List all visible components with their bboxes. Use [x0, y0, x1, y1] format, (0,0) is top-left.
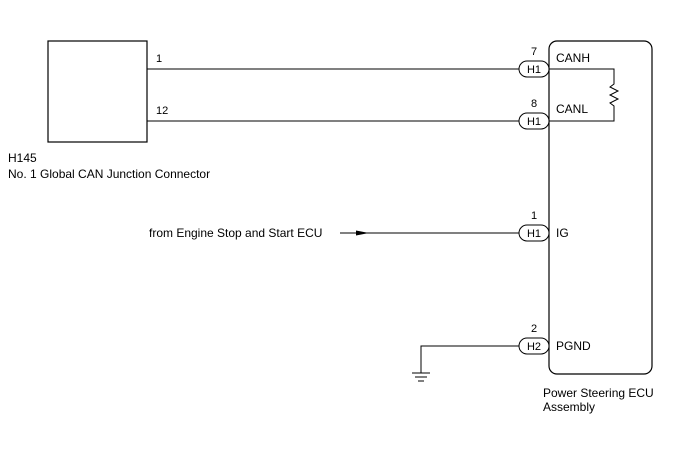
source-label: from Engine Stop and Start ECU	[149, 226, 322, 240]
ecu-terminal-canh: H1 7 CANH	[518, 46, 590, 78]
ecu-terminal-pgnd: H2 2 PGND	[518, 323, 591, 355]
pgnd-wire	[420, 345, 519, 373]
connector-code: H1	[527, 64, 541, 76]
junction-pin-canh: 1	[156, 53, 162, 65]
resistor-icon	[549, 68, 620, 122]
connector-code: H1	[527, 228, 541, 240]
connector-code: H2	[527, 341, 541, 353]
junction-pin-canl: 12	[156, 105, 168, 117]
ecu-box	[548, 40, 653, 375]
connector-code: H1	[527, 116, 541, 128]
ecu-terminal-ig: H1 1 IG	[518, 210, 569, 242]
connector-pill	[518, 224, 550, 242]
arrow-right-icon	[356, 230, 369, 236]
pin-number: 2	[531, 323, 537, 335]
ecu-terminal-canl: H1 8 CANL	[518, 98, 588, 130]
ground-icon	[412, 372, 430, 382]
signal-label: CANL	[556, 102, 588, 116]
junction-connector-name: No. 1 Global CAN Junction Connector	[8, 167, 210, 181]
ecu-name-line2: Assembly	[543, 400, 595, 414]
pin-number: 1	[531, 210, 537, 222]
connector-pill	[518, 60, 550, 78]
pin-number: 8	[531, 98, 537, 110]
signal-label: CANH	[556, 51, 590, 65]
connector-pill	[518, 112, 550, 130]
junction-connector-box	[47, 40, 148, 143]
junction-connector-code: H145	[8, 151, 37, 165]
signal-label: PGND	[556, 339, 591, 353]
connector-pill	[518, 337, 550, 355]
pin-number: 7	[531, 46, 537, 58]
ecu-name-line1: Power Steering ECU	[543, 386, 654, 400]
signal-label: IG	[556, 226, 569, 240]
